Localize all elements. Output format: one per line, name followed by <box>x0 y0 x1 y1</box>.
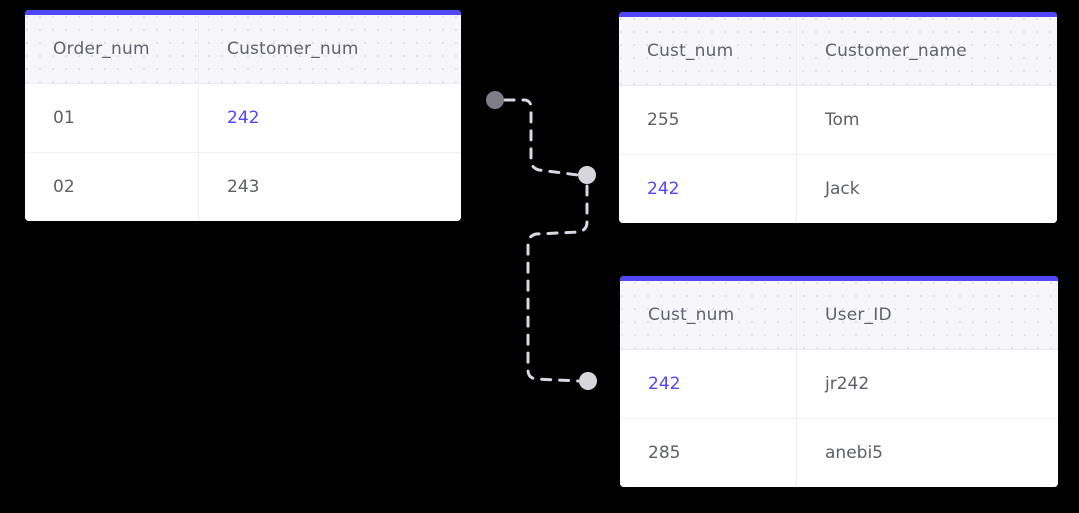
table-row: 285 anebi5 <box>620 419 1058 487</box>
accent-bar <box>25 10 461 15</box>
table-row: 242 Jack <box>619 155 1057 223</box>
table-row: 02 243 <box>25 153 461 221</box>
table-header-row: Cust_num Customer_name <box>619 17 1057 86</box>
link-orders-to-customers <box>503 98 580 177</box>
column-header-cust-num: Cust_num <box>648 305 735 325</box>
column-header-customer-num: Customer_num <box>198 15 461 83</box>
column-header-order-num: Order_num <box>53 39 150 59</box>
column-header-user-id: User_ID <box>796 281 1058 349</box>
cell-customer-num-key: 242 <box>198 84 461 152</box>
cell-cust-num: 255 <box>647 110 680 130</box>
cell-cust-num: 285 <box>648 443 681 463</box>
cell-customer-name: Tom <box>796 86 1057 154</box>
orders-table-card: Order_num Customer_num 01 242 02 243 <box>25 10 461 221</box>
customers-table-card: Cust_num Customer_name 255 Tom 242 Jack <box>619 12 1057 223</box>
table-row: 255 Tom <box>619 86 1057 155</box>
users-table-card: Cust_num User_ID 242 jr242 285 anebi5 <box>620 276 1058 487</box>
cell-cust-num-key: 242 <box>647 179 680 199</box>
cell-user-id: jr242 <box>796 350 1058 418</box>
cell-customer-num: 243 <box>198 153 461 221</box>
target-node-users[interactable] <box>579 372 597 390</box>
cell-user-id: anebi5 <box>796 419 1058 487</box>
accent-bar <box>619 12 1057 17</box>
cell-cust-num-key: 242 <box>648 374 681 394</box>
accent-bar <box>620 276 1058 281</box>
table-header-row: Order_num Customer_num <box>25 15 461 84</box>
target-node-customers[interactable] <box>578 166 596 184</box>
table-row: 242 jr242 <box>620 350 1058 419</box>
column-header-customer-name: Customer_name <box>796 17 1057 85</box>
table-header-row: Cust_num User_ID <box>620 281 1058 350</box>
cell-order-num: 02 <box>53 177 75 197</box>
cell-customer-name: Jack <box>796 155 1057 223</box>
link-customers-to-users <box>526 184 589 383</box>
column-header-cust-num: Cust_num <box>647 41 734 61</box>
table-row: 01 242 <box>25 84 461 153</box>
cell-order-num: 01 <box>53 108 75 128</box>
source-node-orders[interactable] <box>486 91 504 109</box>
